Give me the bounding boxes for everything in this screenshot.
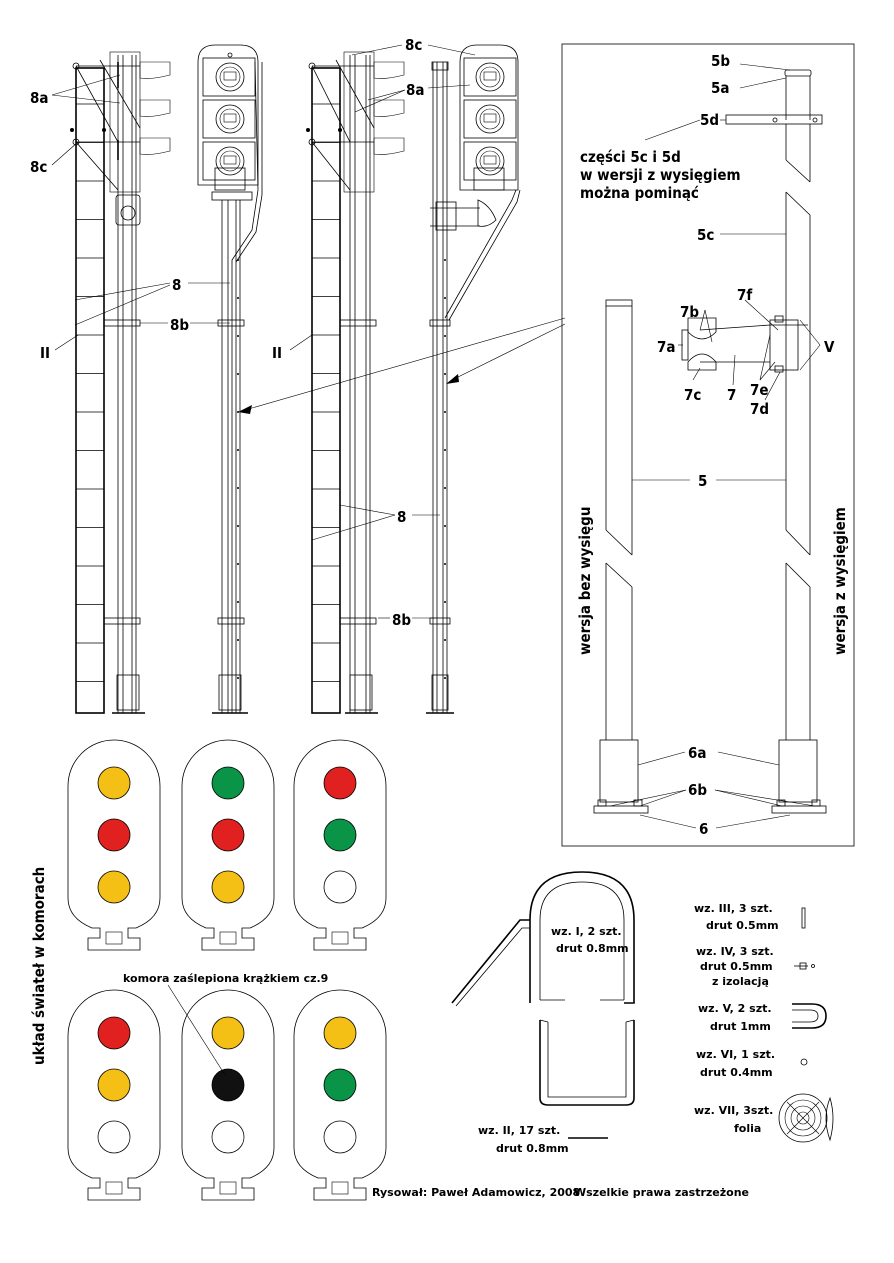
lamp-white xyxy=(97,1120,131,1154)
lights-side-title: układ świateł w komorach xyxy=(30,867,48,1065)
signal-plate-bottom-2 xyxy=(293,989,387,1201)
footer-rights: Wszelkie prawa zastrzeżone xyxy=(574,1186,749,1199)
part-2-line-1: wz. II, 17 szt. xyxy=(478,1124,560,1137)
label-7d: 7d xyxy=(750,400,769,418)
part-5-line-2: drut 1mm xyxy=(710,1020,771,1033)
part-7-line-1: wz. VII, 3szt. xyxy=(694,1104,773,1117)
label-7c: 7c xyxy=(684,386,701,404)
mast-3-pole xyxy=(306,51,405,714)
detail-leaders xyxy=(609,63,821,829)
label-7a: 7a xyxy=(657,338,676,356)
label-6: 6 xyxy=(699,820,708,838)
part-4-line-3: z izolacją xyxy=(712,975,769,988)
lamp-red xyxy=(97,1016,131,1050)
lamp-yellow xyxy=(97,766,131,800)
label-II-left: II xyxy=(40,344,50,362)
lamp-red xyxy=(97,818,131,852)
part-2-line-2: drut 0.8mm xyxy=(496,1142,569,1155)
light-plates xyxy=(67,739,387,1201)
label-V: V xyxy=(824,338,835,356)
wire-part-VI xyxy=(800,1058,808,1066)
signal-plate-top-1 xyxy=(181,739,275,951)
part-3-line-1: wz. III, 3 szt. xyxy=(694,902,773,915)
lamp-black xyxy=(211,1068,245,1102)
label-8c-right: 8c xyxy=(405,36,422,54)
mast-leaders xyxy=(51,44,566,619)
label-8c-left: 8c xyxy=(30,158,47,176)
label-5d: 5d xyxy=(700,111,719,129)
label-8a-right: 8a xyxy=(406,81,425,99)
wire-part-I-bottom xyxy=(539,1019,635,1106)
lamp-green xyxy=(211,766,245,800)
part-1-line-1: wz. I, 2 szt. xyxy=(551,925,622,938)
wire-part-V xyxy=(792,1003,827,1029)
part-6-line-1: wz. VI, 1 szt. xyxy=(696,1048,775,1061)
lamp-green xyxy=(323,1068,357,1102)
signal-plate-top-2 xyxy=(293,739,387,951)
label-8-right: 8 xyxy=(397,508,406,526)
blocked-note-leader xyxy=(167,984,226,1076)
wire-part-IV xyxy=(794,962,815,970)
lamp-yellow xyxy=(211,1016,245,1050)
part-1-line-2: drut 0.8mm xyxy=(556,942,629,955)
lamp-white xyxy=(211,1120,245,1154)
part-5-line-1: wz. V, 2 szt. xyxy=(698,1002,772,1015)
lamp-yellow xyxy=(211,870,245,904)
mast-4-side xyxy=(426,44,521,714)
label-7b: 7b xyxy=(680,303,699,321)
lamp-yellow xyxy=(323,1016,357,1050)
signal-plate-bottom-0 xyxy=(67,989,161,1201)
mast-2-side xyxy=(197,44,263,714)
label-5b: 5b xyxy=(711,52,730,70)
left-version-label: wersja bez wysięgu xyxy=(576,507,594,655)
part-4-line-1: wz. IV, 3 szt. xyxy=(696,945,774,958)
label-8-left: 8 xyxy=(172,276,181,294)
label-6b: 6b xyxy=(688,781,707,799)
mast-3-ladder xyxy=(311,67,341,714)
lamp-white xyxy=(323,1120,357,1154)
mast-1-ladder xyxy=(75,67,105,714)
label-5a: 5a xyxy=(711,79,730,97)
label-8b-right: 8b xyxy=(392,611,411,629)
mast-1-pole xyxy=(70,51,171,714)
part-4-line-2: drut 0.5mm xyxy=(700,960,773,973)
wire-part-III xyxy=(801,907,806,929)
label-8a-left: 8a xyxy=(30,89,49,107)
label-7: 7 xyxy=(727,386,736,404)
note-line-1: części 5c i 5d xyxy=(580,148,681,166)
blocked-chamber-note: komora zaślepiona krążkiem cz.9 xyxy=(123,972,328,985)
signal-plate-top-0 xyxy=(67,739,161,951)
wire-part-I xyxy=(451,871,635,1007)
part-7-line-2: folia xyxy=(734,1122,761,1135)
label-7f: 7f xyxy=(737,286,752,304)
lamp-red xyxy=(323,766,357,800)
detail-box xyxy=(561,43,855,847)
label-6a: 6a xyxy=(688,744,707,762)
note-line-2: w wersji z wysięgiem xyxy=(580,166,741,184)
lamp-yellow xyxy=(97,1068,131,1102)
lamp-green xyxy=(323,818,357,852)
label-5: 5 xyxy=(698,472,707,490)
part-3-line-2: drut 0.5mm xyxy=(706,919,779,932)
lamp-white xyxy=(323,870,357,904)
lamp-red xyxy=(211,818,245,852)
right-version-label: wersja z wysięgiem xyxy=(831,507,849,655)
label-5c: 5c xyxy=(697,226,714,244)
part-6-line-2: drut 0.4mm xyxy=(700,1066,773,1079)
lamp-yellow xyxy=(97,870,131,904)
label-8b-left: 8b xyxy=(170,316,189,334)
footer-author: Rysował: Paweł Adamowicz, 2008 xyxy=(372,1186,580,1199)
foil-part-VII xyxy=(778,1093,834,1143)
label-7e: 7e xyxy=(750,381,769,399)
label-II-right: II xyxy=(272,344,282,362)
note-line-3: można pominąć xyxy=(580,184,699,202)
signal-plate-bottom-1 xyxy=(181,989,275,1201)
